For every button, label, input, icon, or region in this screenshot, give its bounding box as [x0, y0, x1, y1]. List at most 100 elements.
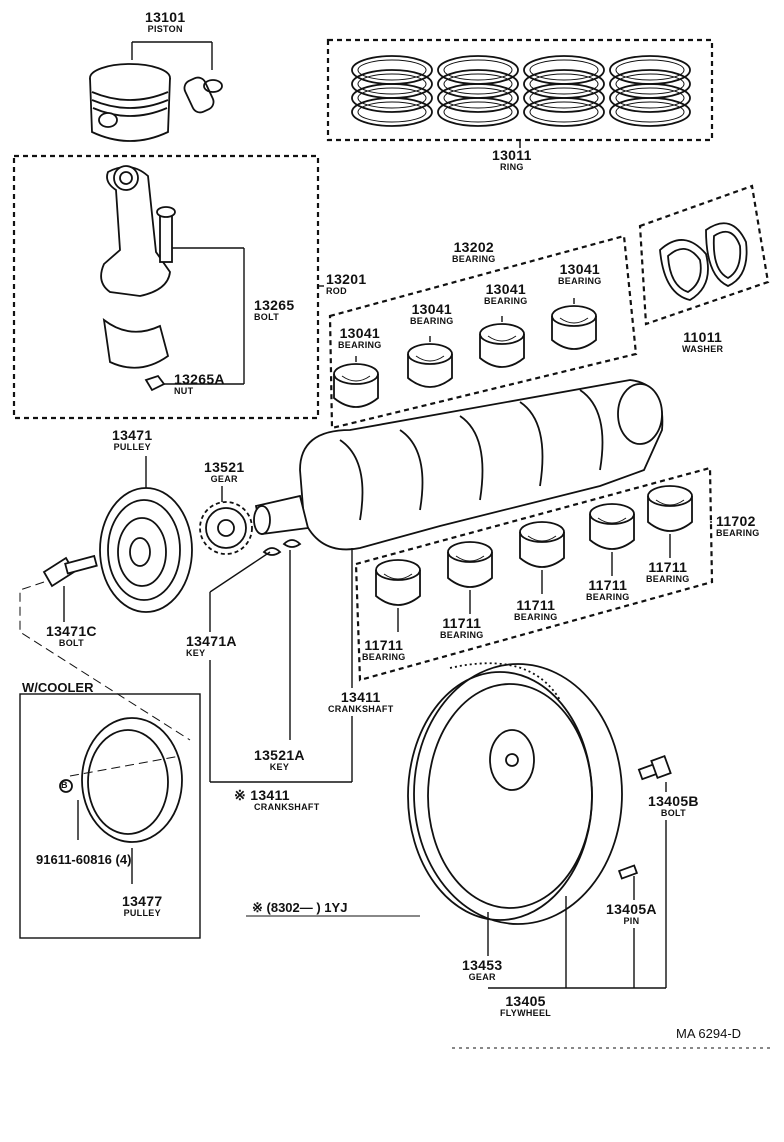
ring-set-drawing — [326, 38, 714, 148]
label-washer: 11011 WASHER — [682, 330, 723, 354]
part-number: 13477 — [122, 893, 163, 909]
rod-bearing-shell — [333, 356, 379, 408]
main-bearing-shell — [519, 521, 565, 594]
main-bearing-shell — [589, 503, 635, 576]
part-name: KEY — [186, 648, 206, 658]
main-bearing-shell — [647, 485, 693, 558]
part-number: 11711 — [588, 577, 628, 593]
label-rod-bearing-1: 13041 BEARING — [338, 326, 382, 350]
part-name: PIN — [623, 916, 640, 926]
part-name: BEARING — [558, 276, 602, 286]
part-name: BOLT — [254, 312, 280, 322]
part-number: 13471 — [112, 427, 153, 443]
footer-code: MA 6294-D — [676, 1026, 742, 1041]
part-name: CRANKSHAFT — [254, 802, 320, 812]
part-number: 13521A — [254, 747, 305, 763]
part-number: 13521 — [204, 459, 245, 475]
part-number: 13041 — [339, 325, 381, 341]
part-number: 13471C — [46, 623, 97, 639]
piston-ring-stack — [609, 55, 691, 127]
rod-bearing-set-drawing — [328, 234, 638, 430]
rod-bearing-shell — [479, 316, 525, 368]
part-name: RING — [499, 162, 524, 172]
part-name: BEARING — [362, 652, 406, 662]
cooler-bolt-ref: 91611-60816 (4) — [36, 852, 132, 867]
label-crankshaft-alt: ※ 13411 CRANKSHAFT — [234, 788, 320, 812]
part-number: 11011 — [683, 329, 723, 345]
main-bearing-set-drawing — [354, 466, 714, 682]
piston-ring-stack — [351, 55, 433, 127]
part-name: BOLT — [58, 638, 84, 648]
part-number: 13101 — [145, 9, 186, 25]
part-name: BEARING — [716, 528, 760, 538]
part-name: PULLEY — [113, 442, 151, 452]
key-drawing — [209, 539, 353, 783]
piston-ring-stack — [437, 55, 519, 127]
part-name: FLYWHEEL — [500, 1008, 552, 1018]
label-flywheel-pin: 13405A PIN — [606, 902, 657, 926]
label-main-bearing-2: 11711 BEARING — [440, 616, 484, 640]
part-number: 13265 — [254, 297, 295, 313]
label-rod-bearing-4: 13041 BEARING — [558, 262, 602, 286]
label-rod-bolt: 13265 BOLT — [254, 298, 294, 322]
part-number: 11702 — [716, 513, 756, 529]
label-main-bearing-5: 11711 BEARING — [646, 560, 690, 584]
part-name: GEAR — [210, 474, 238, 484]
main-bearing-shell — [375, 559, 421, 632]
part-name: BEARING — [646, 574, 690, 584]
label-ring-gear: 13453 GEAR — [462, 958, 502, 982]
rod-bearing-shell — [551, 298, 597, 350]
label-pulley: 13471 PULLEY — [112, 428, 152, 452]
part-number: 13011 — [492, 147, 532, 163]
part-name: ROD — [326, 286, 347, 296]
part-name: PISTON — [147, 24, 183, 34]
cooler-group-drawing — [19, 693, 201, 939]
part-name: CRANKSHAFT — [328, 704, 394, 714]
pulley-drawing — [19, 456, 193, 741]
part-number: 13471A — [186, 633, 237, 649]
part-name: BEARING — [410, 316, 454, 326]
part-number: 11711 — [364, 637, 404, 653]
piston-drawing — [89, 41, 223, 142]
part-number: 13202 — [453, 239, 495, 255]
part-number: 13405B — [648, 793, 699, 809]
label-main-bearing-4: 11711 BEARING — [586, 578, 630, 602]
part-name: BEARING — [586, 592, 630, 602]
part-name: BEARING — [484, 296, 528, 306]
part-number: 13405A — [606, 901, 657, 917]
part-name: BEARING — [452, 254, 496, 264]
part-number: 13411 — [340, 689, 381, 705]
label-crankshaft: 13411 CRANKSHAFT — [328, 690, 394, 714]
part-number: 13041 — [411, 301, 453, 317]
label-key-a: 13471A KEY — [186, 634, 237, 658]
cooler-bolt-marker: B — [61, 780, 68, 790]
piston-ring-stack — [523, 55, 605, 127]
part-name: WASHER — [682, 344, 724, 354]
part-name: BEARING — [514, 612, 558, 622]
part-number: 13041 — [485, 281, 527, 297]
label-main-bearing-1: 11711 BEARING — [362, 638, 406, 662]
label-main-bearing-3: 11711 BEARING — [514, 598, 558, 622]
label-rod-nut: 13265A NUT — [174, 372, 225, 396]
part-number: 13405 — [505, 993, 546, 1009]
label-ring: 13011 RING — [492, 148, 532, 172]
part-number: 11711 — [516, 597, 556, 613]
part-name: GEAR — [468, 972, 496, 982]
part-name: NUT — [174, 386, 194, 396]
label-key-b: 13521A KEY — [254, 748, 305, 772]
crankshaft-drawing — [253, 379, 664, 551]
part-number: 13201 — [326, 271, 367, 287]
gear-drawing — [199, 486, 253, 555]
part-name: BEARING — [338, 340, 382, 350]
alt-number: 13411 — [250, 787, 290, 803]
part-number: 11711 — [442, 615, 482, 631]
alt-mark: ※ — [234, 787, 247, 803]
part-number: 11711 — [648, 559, 688, 575]
label-rod: 13201 ROD — [326, 272, 366, 296]
part-number: 13041 — [559, 261, 601, 277]
washer-drawing — [638, 184, 770, 326]
label-gear: 13521 GEAR — [204, 460, 244, 484]
part-number: 13265A — [174, 371, 225, 387]
main-bearing-shell — [447, 541, 493, 614]
